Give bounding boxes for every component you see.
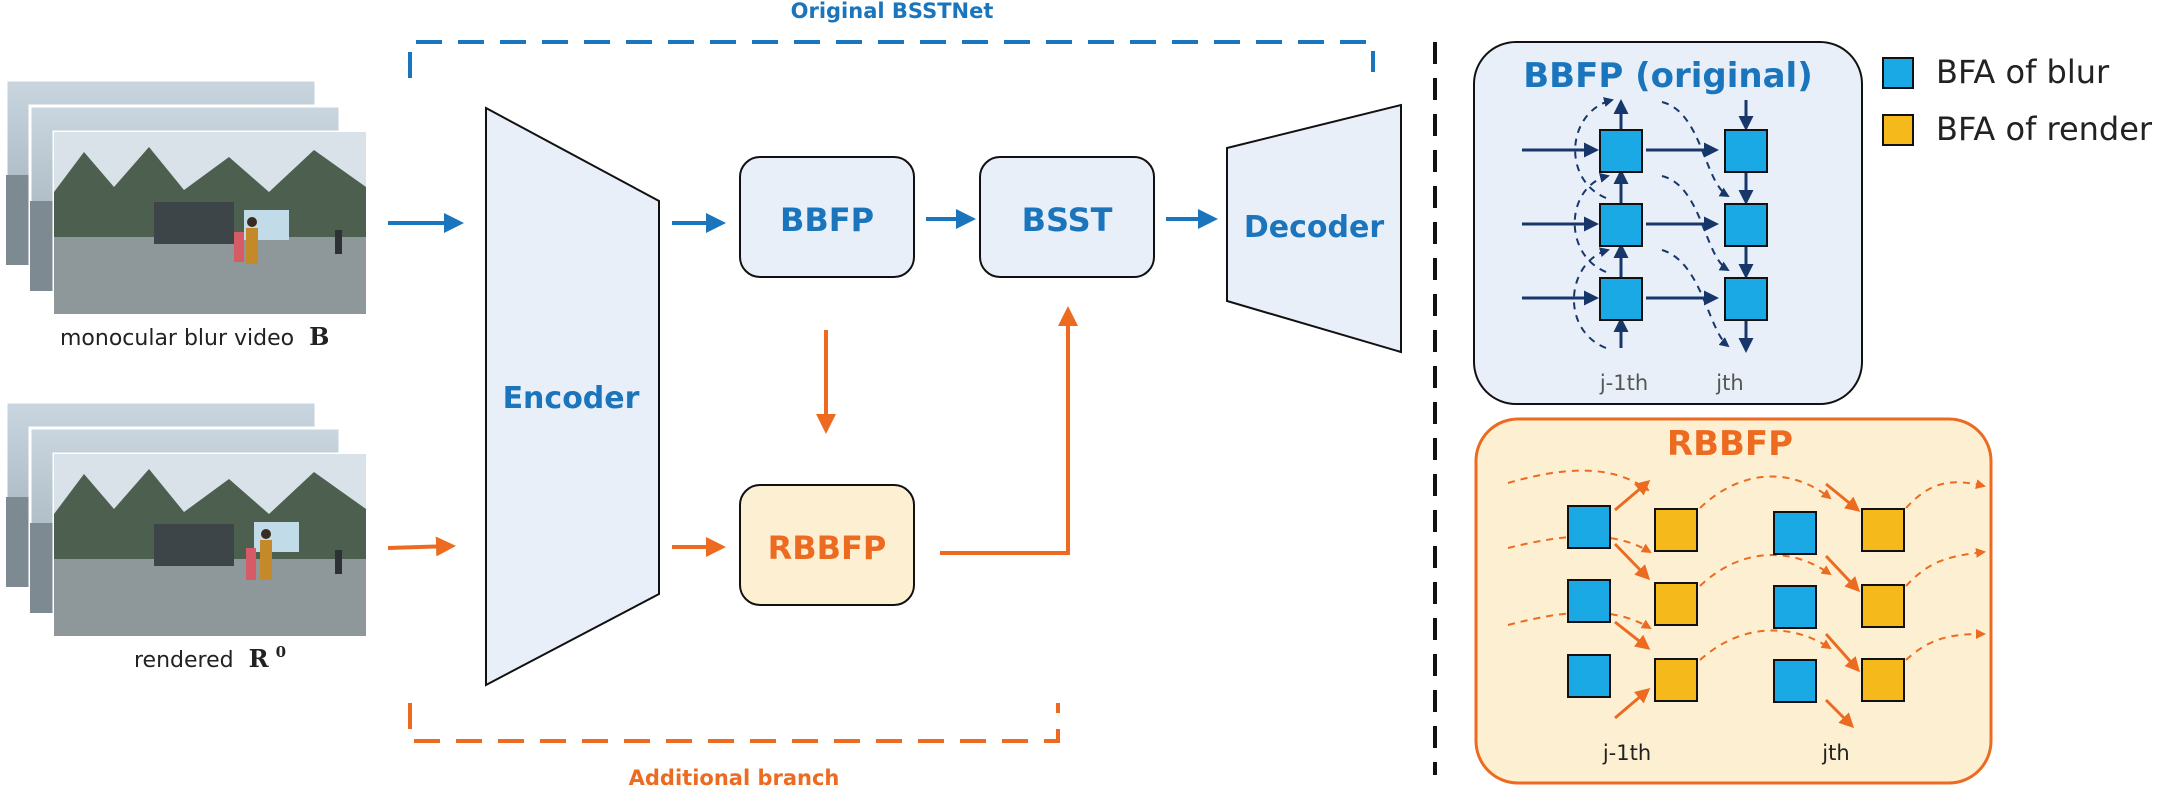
decoder-label: Decoder (1244, 210, 1384, 245)
rbbfp-graph (1507, 469, 1986, 729)
rendered-video-symbol: R (249, 644, 270, 673)
bfa-blur-node (1599, 277, 1643, 321)
rendered-video-stack (4, 400, 368, 638)
bbfp-skip-arc (1573, 173, 1610, 273)
rbbfp-solid-arrow (1614, 688, 1651, 720)
encoder-block (485, 106, 660, 687)
bsst-label: BSST (1022, 201, 1113, 239)
blur-video-caption-text: monocular blur video (60, 326, 294, 351)
rbbfp-dashed-arc (1699, 629, 1832, 661)
additional-branch-label: Additional branch (629, 766, 840, 788)
rbbfp-dashed-arc (1905, 629, 1986, 661)
bfa-blur-node (1773, 511, 1817, 555)
bbfp-original-title: BBFP (original) (1523, 56, 1812, 96)
bbfp-skip-arc (1574, 97, 1614, 199)
bfa-render-node (1861, 658, 1905, 702)
bsst-block (979, 156, 1155, 278)
rbbfp-label: RBBFP (768, 529, 887, 567)
arrow-rbbfp-to-bsst (940, 306, 1078, 555)
original-net-label: Original BSSTNet (791, 0, 994, 23)
rbbfp-dashed-arc (1699, 553, 1832, 587)
rbbfp-solid-arrow (1825, 482, 1861, 512)
bfa-blur-node (1567, 654, 1611, 698)
blur-video-caption: monocular blur video B (60, 322, 329, 351)
rbbfp-dashed-arc (1905, 479, 1986, 509)
bfa-blur-node (1599, 129, 1643, 173)
encoder-label: Encoder (503, 381, 640, 416)
arrow-rendered-to-encoder (387, 536, 456, 557)
bbfp-original-graph (1522, 97, 1768, 353)
bfa-blur-node (1773, 659, 1817, 703)
bfa-render-node (1861, 508, 1905, 552)
bfa-render-node (1861, 584, 1905, 628)
rbbfp-dashed-arc (1507, 535, 1652, 554)
additional-branch-bracket (408, 703, 1060, 743)
rbbfp-col-prev-label: j-1th (1602, 741, 1651, 765)
legend-render-label: BFA of render (1936, 110, 2153, 148)
bfa-blur-node (1724, 277, 1768, 321)
rbbfp-solid-arrow (1614, 620, 1651, 650)
bfa-blur-node (1599, 203, 1643, 247)
video-frame-front (52, 130, 368, 316)
rbbfp-solid-arrow (1614, 480, 1651, 512)
legend-blur-swatch (1882, 57, 1914, 89)
blur-video-stack (4, 78, 368, 316)
legend-render-swatch (1882, 114, 1914, 146)
bfa-blur-node (1773, 585, 1817, 629)
rendered-video-caption: rendered R 0 (134, 643, 286, 673)
bbfp-col-prev-label: j-1th (1599, 371, 1648, 395)
bbfp-col-cur-label: jth (1715, 371, 1743, 395)
rbbfp-dashed-arc (1905, 547, 1986, 587)
bbfp-block (739, 156, 915, 278)
bfa-render-node (1654, 658, 1698, 702)
bfa-render-node (1654, 582, 1698, 626)
legend-blur-label: BFA of blur (1936, 53, 2110, 91)
bbfp-skip-arc (1661, 249, 1730, 348)
rbbfp-col-cur-label: jth (1821, 741, 1849, 765)
rbbfp-dashed-arc (1507, 611, 1652, 630)
rbbfp-panel-title: RBBFP (1667, 424, 1793, 464)
bbfp-skip-arc (1572, 247, 1610, 349)
original-net-bracket (408, 40, 1375, 78)
rbbfp-solid-arrow (1824, 698, 1855, 729)
bfa-blur-node (1724, 129, 1768, 173)
blur-video-symbol: B (309, 322, 329, 351)
rbbfp-block (739, 484, 915, 606)
rbbfp-panel (1474, 417, 1993, 785)
rbbfp-solid-arrow (1824, 554, 1861, 593)
rbbfp-solid-arrow (1824, 633, 1860, 673)
bfa-blur-node (1567, 505, 1611, 549)
bfa-blur-node (1724, 203, 1768, 247)
video-frame-front (52, 452, 368, 638)
bfa-render-node (1654, 508, 1698, 552)
rbbfp-dashed-arc (1699, 475, 1832, 509)
bbfp-skip-arc (1661, 175, 1730, 272)
bfa-blur-node (1567, 579, 1611, 623)
rbbfp-solid-arrow (1613, 542, 1651, 581)
rendered-video-superscript: 0 (276, 643, 286, 661)
decoder-block (1226, 103, 1402, 354)
bbfp-skip-arc (1661, 101, 1730, 198)
bbfp-label: BBFP (780, 201, 874, 239)
rendered-video-caption-text: rendered (134, 648, 234, 673)
